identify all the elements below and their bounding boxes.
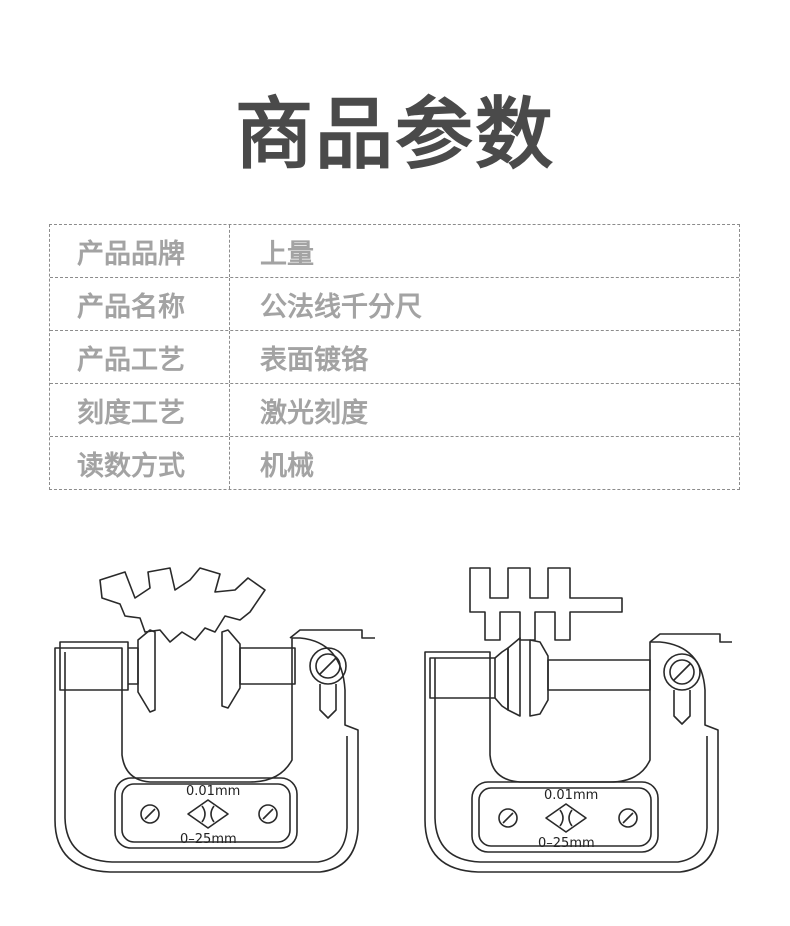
spec-key: 产品品牌 [50,225,230,277]
range-label-right: 0–25mm [538,836,595,851]
spec-value: 表面镀铬 [260,344,368,376]
spec-key: 刻度工艺 [50,384,230,436]
spec-row-name: 产品名称 公法线千分尺 [50,278,739,331]
micrometer-gear-illustration [54,567,375,873]
spec-value: 公法线千分尺 [260,291,422,323]
frame [54,637,359,873]
stepped-part-icon [469,567,623,641]
micrometer-illustrations: 0.01mm 0–25mm 0.01mm 0–25mm [54,567,732,873]
spec-table: 产品品牌 上量 产品名称 公法线千分尺 产品工艺 表面镀铬 刻度工艺 激光刻度 … [49,224,740,490]
resolution-label-right: 0.01mm [544,788,598,803]
spec-key: 产品工艺 [50,331,230,383]
spec-row-brand: 产品品牌 上量 [50,225,739,278]
spec-key: 产品名称 [50,278,230,330]
resolution-label-left: 0.01mm [186,784,240,799]
range-label-left: 0–25mm [180,832,237,847]
spec-row-process: 产品工艺 表面镀铬 [50,331,739,384]
micrometer-spline-illustration [424,567,732,873]
spec-value: 上量 [260,238,314,270]
spec-value: 机械 [260,450,314,482]
spec-value: 激光刻度 [260,397,368,429]
page-title: 商品参数 [234,90,555,180]
spec-row-reading: 读数方式 机械 [50,437,739,489]
spec-key: 读数方式 [50,437,230,489]
spec-row-scale: 刻度工艺 激光刻度 [50,384,739,437]
gear-icon [99,567,266,643]
